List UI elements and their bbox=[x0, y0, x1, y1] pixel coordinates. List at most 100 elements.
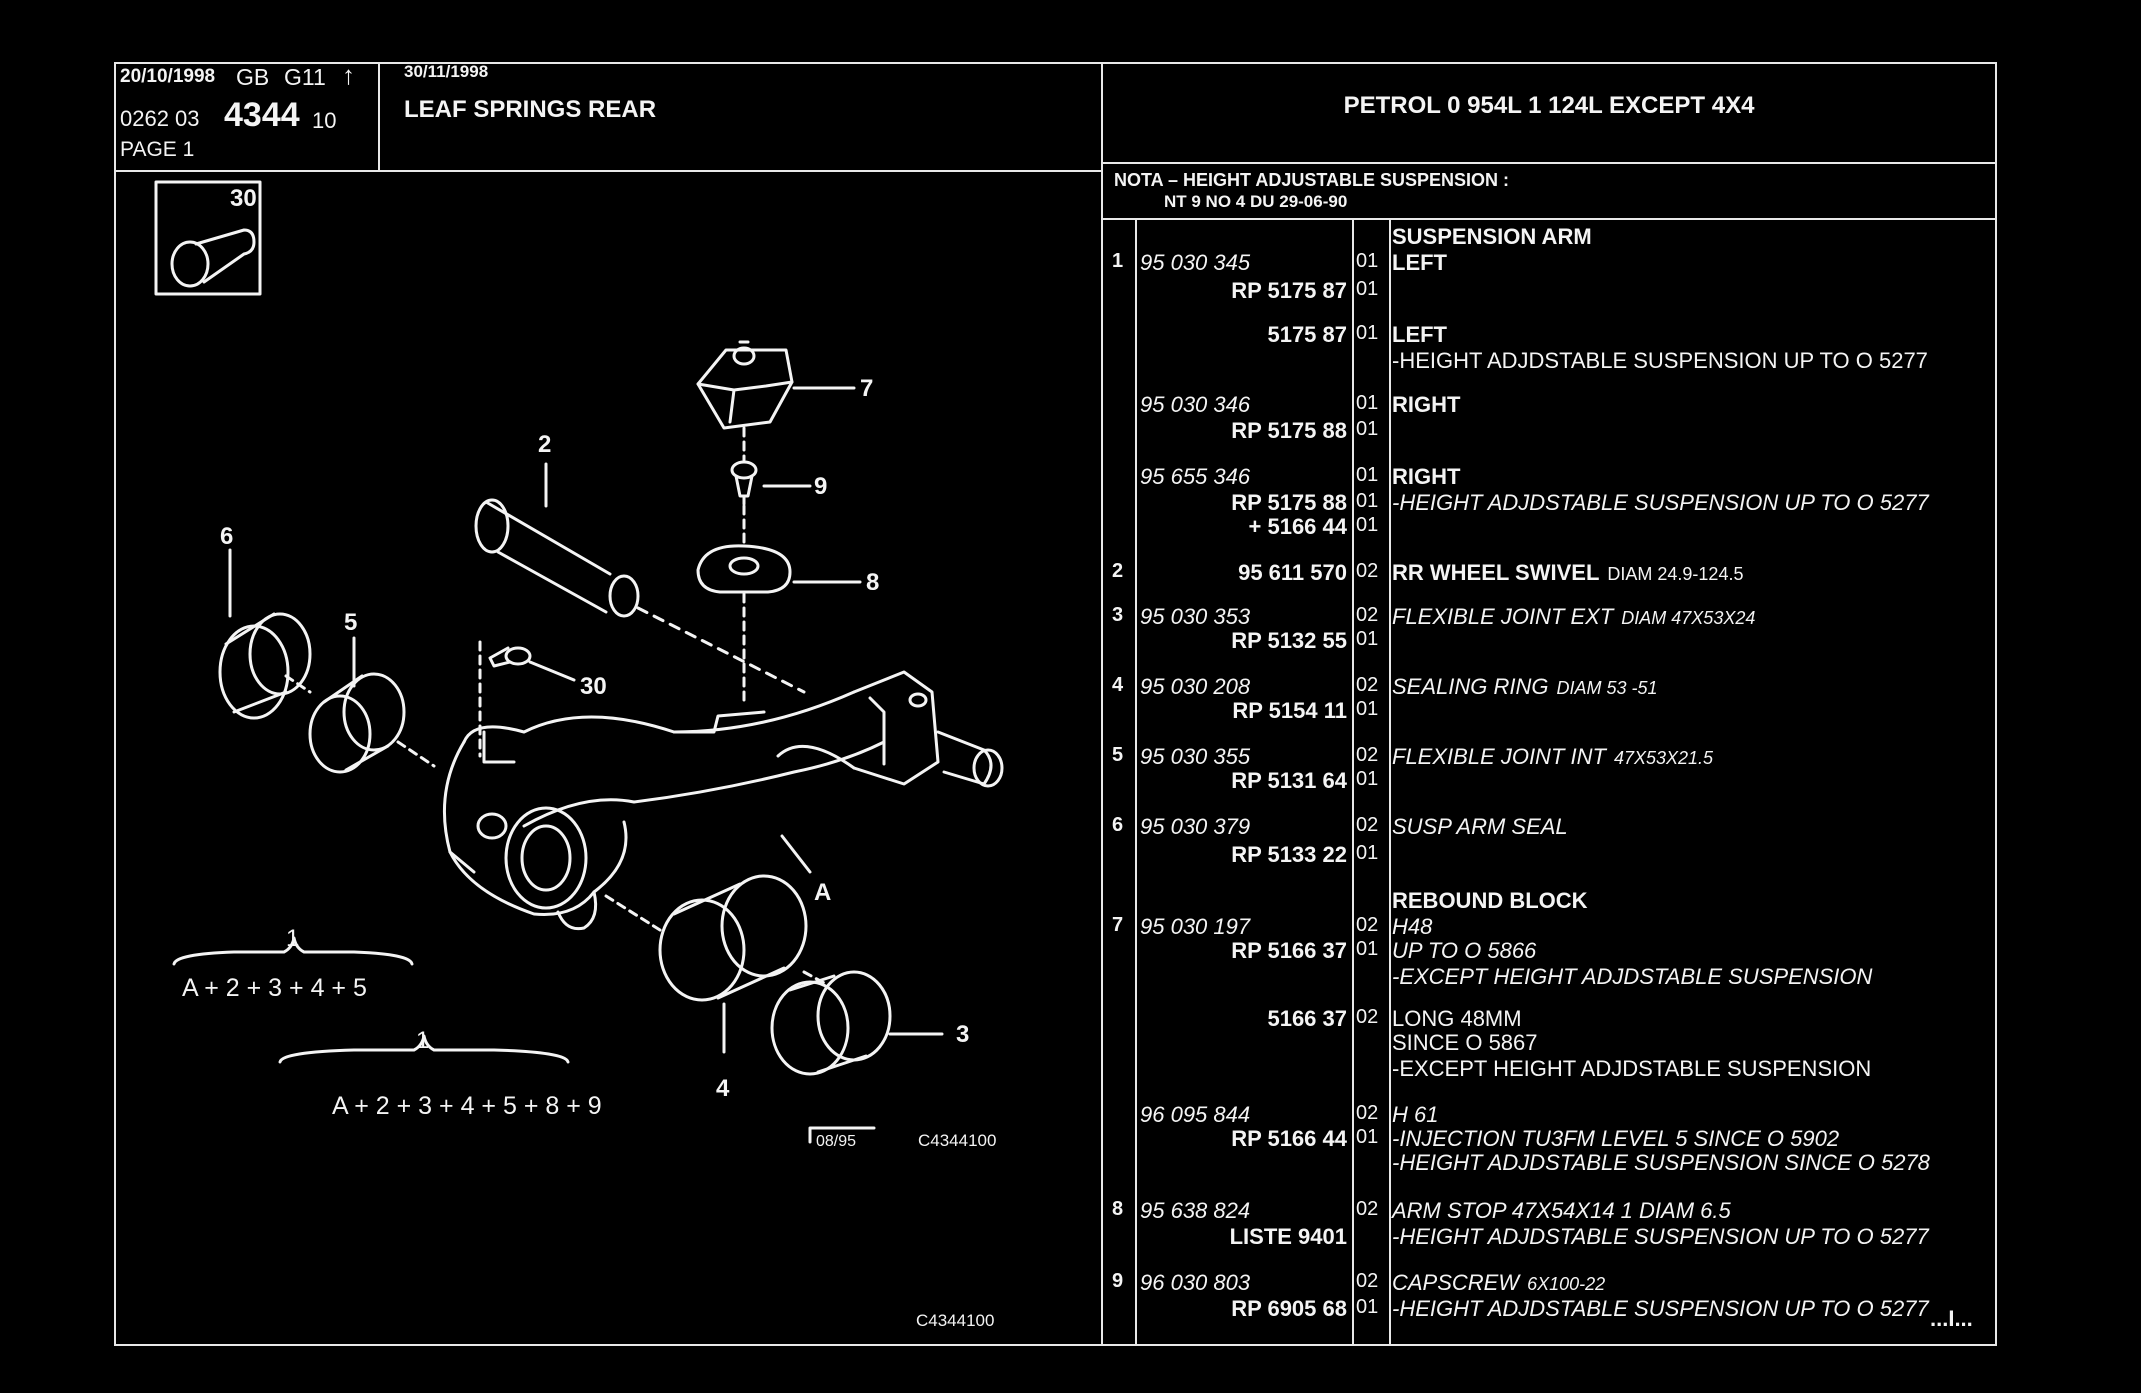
arm-stop-part bbox=[696, 544, 792, 594]
page-frame bbox=[114, 62, 1997, 1346]
callout-7: 7 bbox=[860, 375, 873, 402]
callout-a: A bbox=[814, 879, 831, 906]
bolt-part bbox=[488, 646, 532, 668]
part-quantity: 02 bbox=[1356, 814, 1379, 836]
header-divider-1 bbox=[378, 62, 380, 172]
part-reference: 95 030 346 bbox=[1140, 392, 1251, 417]
part-description: UP TO O 5866 bbox=[1392, 938, 1537, 963]
part-item-number: 3 bbox=[1112, 604, 1124, 626]
part-reference: 95 638 824 bbox=[1140, 1198, 1251, 1223]
date-box bbox=[808, 1126, 876, 1144]
header-model: G11 bbox=[284, 64, 326, 90]
part-rp-number: RP 5154 11 bbox=[1232, 698, 1347, 723]
part-rp-number: RP 5166 37 bbox=[1231, 938, 1347, 963]
pin-icon bbox=[170, 228, 256, 288]
part-description: LEFT bbox=[1392, 250, 1447, 275]
part-quantity: 01 bbox=[1356, 1296, 1379, 1318]
part-quantity: 01 bbox=[1356, 490, 1379, 512]
part-quantity: 01 bbox=[1356, 514, 1379, 536]
callout-3: 3 bbox=[956, 1021, 969, 1048]
parts-col-line-2 bbox=[1352, 219, 1354, 1346]
part-quantity: 02 bbox=[1356, 1102, 1379, 1124]
part-rp-number: 95 611 570 bbox=[1238, 560, 1347, 585]
part-dimension: DIAM 53 -51 bbox=[1556, 678, 1658, 698]
part-item-number: 1 bbox=[1112, 250, 1124, 272]
callout-5: 5 bbox=[344, 609, 357, 636]
part-quantity: 02 bbox=[1356, 604, 1379, 626]
continued-marker: ...I... bbox=[1930, 1306, 1973, 1331]
page-title: LEAF SPRINGS REAR bbox=[404, 96, 657, 123]
part-description: REBOUND BLOCK bbox=[1392, 888, 1588, 913]
formula1-label: 1 bbox=[286, 925, 299, 952]
part-quantity: 01 bbox=[1356, 698, 1379, 720]
part-item-number: 6 bbox=[1112, 814, 1124, 836]
part-rp-number: RP 6905 68 bbox=[1231, 1296, 1347, 1321]
part-rp-number: RP 5175 88 bbox=[1231, 490, 1347, 515]
part-description: -HEIGHT ADJDSTABLE SUSPENSION UP TO O 52… bbox=[1392, 490, 1929, 515]
part-description: SUSPENSION ARM bbox=[1392, 224, 1592, 249]
part-dimension: 6X100-22 bbox=[1527, 1274, 1606, 1294]
part-quantity: 01 bbox=[1356, 418, 1379, 440]
part-reference: 96 095 844 bbox=[1140, 1102, 1251, 1127]
figure-code-1: C4344100 bbox=[918, 1131, 996, 1150]
part-description: -INJECTION TU3FM LEVEL 5 SINCE O 5902 bbox=[1392, 1126, 1840, 1151]
seal-part bbox=[218, 612, 312, 720]
callout-8: 8 bbox=[866, 569, 879, 596]
part-item-number: 4 bbox=[1112, 674, 1124, 696]
part-quantity: 01 bbox=[1356, 250, 1379, 272]
part-description: -HEIGHT ADJDSTABLE SUSPENSION UP TO O 52… bbox=[1392, 1224, 1929, 1249]
inset-number: 30 bbox=[230, 185, 257, 212]
part-reference: 96 030 803 bbox=[1140, 1270, 1251, 1295]
header-date-2: 30/11/1998 bbox=[404, 62, 489, 81]
screw-part bbox=[730, 460, 758, 506]
part-rp-number: + 5166 44 bbox=[1248, 514, 1347, 539]
part-description: ARM STOP 47X54X14 1 DIAM 6.5 bbox=[1392, 1198, 1731, 1223]
callout-9: 9 bbox=[814, 473, 827, 500]
part-description: RIGHT bbox=[1392, 392, 1461, 417]
part-reference: 95 030 208 bbox=[1140, 674, 1251, 699]
part-rp-number: RP 5166 44 bbox=[1231, 1126, 1347, 1151]
note-bottom-line bbox=[1101, 218, 1997, 220]
flexible-joint-int-part bbox=[658, 874, 808, 1002]
header-ref-main: 4344 bbox=[224, 96, 300, 134]
inset-box bbox=[154, 180, 262, 296]
callout-2: 2 bbox=[538, 431, 551, 458]
part-item-number: 2 bbox=[1112, 560, 1124, 582]
part-quantity: 02 bbox=[1356, 674, 1379, 696]
parts-col-line-1 bbox=[1135, 219, 1137, 1346]
part-quantity: 02 bbox=[1356, 744, 1379, 766]
part-quantity: 01 bbox=[1356, 278, 1379, 300]
part-description: SUSP ARM SEAL bbox=[1392, 814, 1568, 839]
part-rp-number: RP 5132 55 bbox=[1231, 628, 1347, 653]
part-item-number: 9 bbox=[1112, 1270, 1124, 1292]
part-quantity: 01 bbox=[1356, 768, 1379, 790]
suspension-arm-part bbox=[442, 670, 1004, 931]
part-rp-number: RP 5175 87 bbox=[1231, 278, 1347, 303]
part-reference: 95 030 345 bbox=[1140, 250, 1251, 275]
header-arrow-icon: ↑ bbox=[342, 60, 355, 90]
part-dimension: DIAM 24.9-124.5 bbox=[1607, 564, 1744, 584]
part-description: -EXCEPT HEIGHT ADJDSTABLE SUSPENSION bbox=[1392, 964, 1873, 989]
part-reference: 95 655 346 bbox=[1140, 464, 1251, 489]
flexible-joint-ext-part bbox=[770, 970, 892, 1076]
engine-heading: PETROL 0 954L 1 124L EXCEPT 4X4 bbox=[1343, 92, 1755, 119]
figure-code-2: C4344100 bbox=[916, 1311, 994, 1330]
part-description: -HEIGHT ADJDSTABLE SUSPENSION UP TO O 52… bbox=[1392, 1296, 1929, 1321]
part-quantity: 02 bbox=[1356, 1006, 1379, 1028]
part-dimension: 47X53X21.5 bbox=[1613, 748, 1714, 768]
header-lang: GB bbox=[236, 64, 270, 90]
part-item-number: 5 bbox=[1112, 744, 1124, 766]
formula2: A + 2 + 3 + 4 + 5 + 8 + 9 bbox=[332, 1092, 602, 1120]
part-rp-number: RP 5175 88 bbox=[1231, 418, 1347, 443]
part-quantity: 01 bbox=[1356, 322, 1379, 344]
part-description: LONG 48MM bbox=[1392, 1006, 1522, 1031]
part-reference: 95 030 379 bbox=[1140, 814, 1251, 839]
part-description: RIGHT bbox=[1392, 464, 1461, 489]
header-bottom-line-right bbox=[1101, 162, 1997, 164]
part-reference: 95 030 197 bbox=[1140, 914, 1251, 939]
